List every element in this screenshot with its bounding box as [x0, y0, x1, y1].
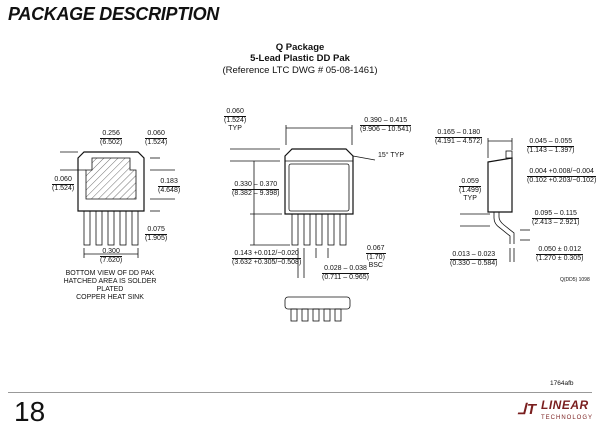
top-view-drawing [230, 125, 376, 278]
dim-side-lead-thick: 0.013 – 0.023(0.330 – 0.584) [450, 251, 498, 267]
logo-mark: ⅃T [518, 401, 537, 418]
dim-top-pitch: 0.067(1.70)BSC [366, 245, 386, 269]
dim-bottom-lead: 0.075(1.905) [145, 226, 168, 242]
dim-top-chamfer: 0.060(1.524)TYP [224, 108, 247, 132]
package-type: 5-Lead Plastic DD Pak [250, 53, 350, 64]
dim-top-width: 0.390 – 0.415(9.906 – 10.541) [360, 117, 412, 133]
logo-brand: LINEAR [540, 398, 589, 412]
side-view-drawing [460, 138, 530, 262]
dim-side-lead-offset: 0.059(1.499)TYP [459, 178, 482, 202]
dim-top-lead-length: 0.143 +0.012/−0.020(3.632 +0.305/−0.508) [232, 250, 302, 266]
package-name: Q Package [275, 42, 325, 53]
dim-side-standoff: 0.004 +0.008/−0.004(0.102 +0.203/−0.102) [527, 168, 597, 184]
dim-side-foot-length: 0.050 ± 0.012(1.270 ± 0.305) [536, 246, 584, 262]
dim-bottom-width: 0.256(6.502) [100, 130, 123, 146]
section-title: PACKAGE DESCRIPTION [8, 4, 219, 24]
drawing-id: Q(DD5) 1098 [560, 277, 590, 283]
page-number: 18 [14, 396, 46, 427]
dim-bottom-tab: 0.060(1.524) [145, 130, 168, 146]
logo-sub: TECHNOLOGY [540, 415, 593, 421]
dim-top-lead-width: 0.028 – 0.038(0.711 – 0.965) [322, 265, 369, 281]
angle-label: 15° TYP [378, 152, 405, 159]
dim-side-thickness: 0.165 – 0.180(4.191 – 4.572) [435, 129, 483, 145]
linear-logo: ⅃T LINEAR TECHNOLOGY [518, 398, 593, 423]
dim-side-tab: 0.045 – 0.055(1.143 – 1.397) [527, 138, 575, 154]
front-view-drawing [284, 296, 351, 322]
dim-bottom-top: 0.060(1.524) [52, 176, 75, 192]
dim-bottom-pitch: 0.300(7.620) [100, 248, 123, 264]
bottom-view-drawing [60, 151, 175, 258]
doc-code: 1764afb [550, 380, 574, 387]
footer-divider [8, 392, 592, 393]
dim-top-length: 0.330 – 0.370(8.382 – 9.398) [232, 181, 280, 197]
dim-side-foot: 0.095 – 0.115(2.413 – 2.921) [532, 210, 580, 226]
dim-bottom-height: 0.183(4.648) [158, 178, 181, 194]
package-reference: (Reference LTC DWG # 05-08-1461) [222, 65, 378, 76]
